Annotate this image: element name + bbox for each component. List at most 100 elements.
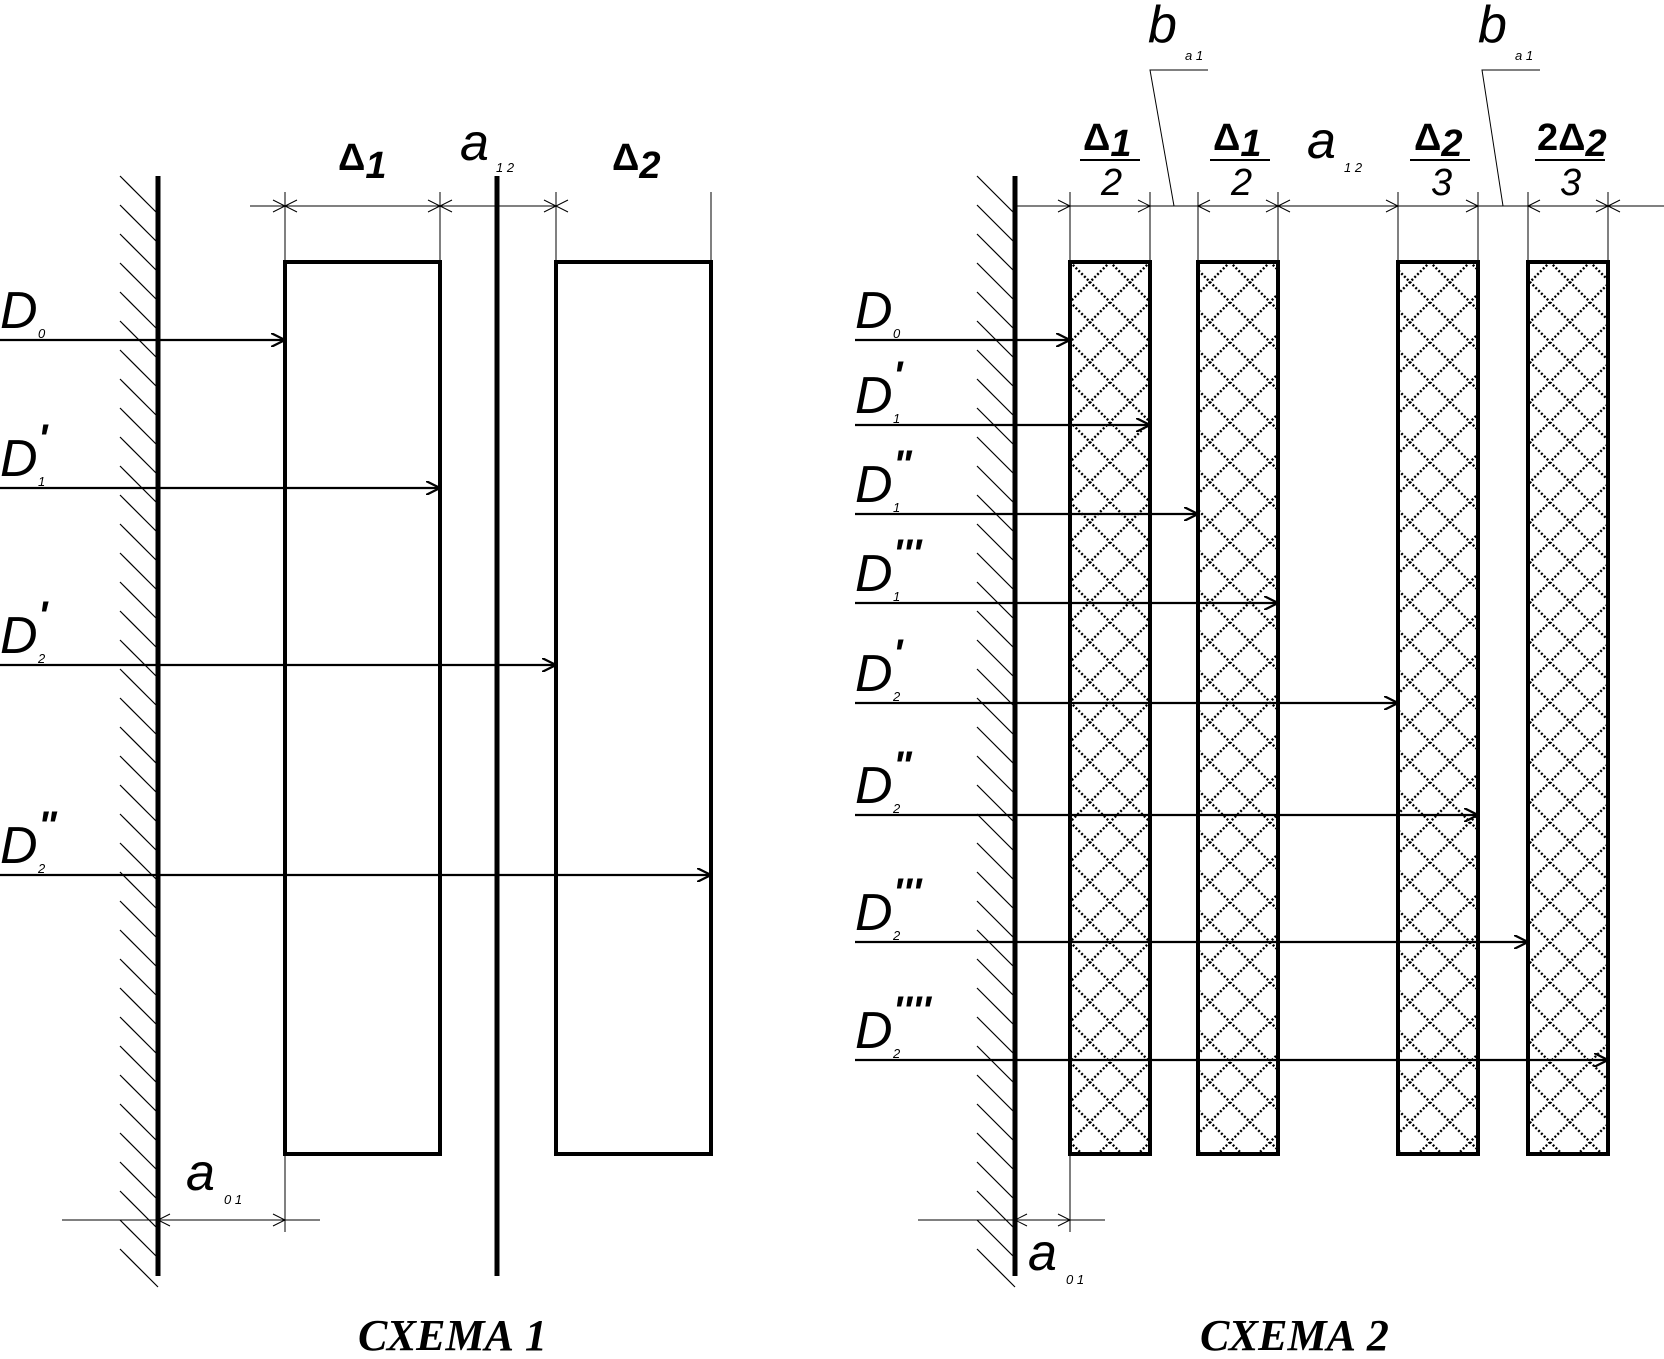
hatch-stroke xyxy=(976,929,1016,969)
hatch-stroke xyxy=(976,639,1016,679)
hatch-stroke xyxy=(976,813,1016,853)
hatch-stroke xyxy=(976,1161,1016,1201)
label-a12-2: a xyxy=(1307,112,1336,170)
ray-label-prime: " xyxy=(893,443,913,487)
hatch-stroke xyxy=(119,494,159,534)
ray-label-sub: 1 xyxy=(893,589,900,604)
ray-label-prime: ''' xyxy=(893,871,923,915)
label-delta1-1: Δ1 xyxy=(338,137,386,187)
fraction-delta2-third-a: Δ2 3 xyxy=(1410,117,1470,204)
ray-label-prime: ''' xyxy=(893,532,923,576)
ray-label: D xyxy=(855,884,893,942)
hatch-stroke xyxy=(976,262,1016,302)
label-a01-2: a xyxy=(1028,1224,1057,1282)
hatch-stroke xyxy=(976,436,1016,476)
ray-label-sub: 1 xyxy=(893,411,900,426)
hatch-stroke xyxy=(976,697,1016,737)
svg-text:Δ1: Δ1 xyxy=(1213,117,1261,165)
hatch-stroke xyxy=(976,1190,1016,1230)
hatch-stroke xyxy=(119,871,159,911)
hatch-stroke xyxy=(119,610,159,650)
ray-label: D xyxy=(0,817,38,875)
hatch-stroke xyxy=(119,697,159,737)
svg-text:3: 3 xyxy=(1431,162,1452,204)
ray-label-sub: 2 xyxy=(892,801,901,816)
ray-label: D xyxy=(0,430,38,488)
ray-label-sub: 2 xyxy=(892,928,901,943)
hatch-stroke xyxy=(119,349,159,389)
hatch-stroke xyxy=(976,1016,1016,1056)
hatch-stroke xyxy=(976,900,1016,940)
extension-lines-2 xyxy=(1069,192,1609,1232)
hatch-stroke xyxy=(119,900,159,940)
ray-label-prime: " xyxy=(38,804,58,848)
hatch-stroke xyxy=(976,175,1016,215)
hatch-stroke xyxy=(119,1103,159,1143)
hatch-stroke xyxy=(976,987,1016,1027)
svg-text:Δ2: Δ2 xyxy=(1414,117,1462,165)
layer-1a-rect xyxy=(1068,260,1152,1156)
hatch-stroke xyxy=(976,842,1016,882)
wall-hatching-1 xyxy=(119,175,159,1288)
hatch-stroke xyxy=(119,378,159,418)
label-a01-sub-2: 0 1 xyxy=(1066,1272,1084,1287)
label-a12-1: a xyxy=(460,114,489,172)
ray-label: D xyxy=(855,545,893,603)
hatch-stroke xyxy=(119,262,159,302)
hatch-stroke xyxy=(119,291,159,331)
label-b-left: b xyxy=(1148,0,1177,54)
hatch-stroke xyxy=(976,291,1016,331)
ray-label: D xyxy=(855,1002,893,1060)
ray-label: D xyxy=(855,757,893,815)
layer-1b-rect xyxy=(1196,260,1280,1156)
label-a01-sub-1: 0 1 xyxy=(224,1192,242,1207)
hatch-stroke xyxy=(976,1132,1016,1172)
hatch-stroke xyxy=(976,1219,1016,1259)
ray-label: D xyxy=(0,607,38,665)
svg-text:2: 2 xyxy=(1230,162,1252,204)
label-b-left-sub: a 1 xyxy=(1185,48,1203,63)
b-leader-left xyxy=(1149,69,1208,207)
hatch-stroke xyxy=(976,871,1016,911)
ray-label-prime: '''' xyxy=(893,989,933,1033)
fraction-delta1-half-b: Δ1 2 xyxy=(1210,117,1270,204)
layer-2b-rect xyxy=(1526,260,1610,1156)
svg-text:2Δ2: 2Δ2 xyxy=(1537,117,1607,165)
hatch-stroke xyxy=(119,755,159,795)
dimension-ticks-top-2 xyxy=(1057,199,1621,213)
hatch-stroke xyxy=(976,784,1016,824)
ray-label: D xyxy=(855,367,893,425)
hatch-stroke xyxy=(976,581,1016,621)
ray-label-sub: 2 xyxy=(892,1046,901,1061)
hatch-stroke xyxy=(119,407,159,447)
hatch-stroke xyxy=(119,929,159,969)
ray-label-sub: 0 xyxy=(38,326,46,341)
ray-label-sub: 1 xyxy=(38,474,45,489)
hatch-stroke xyxy=(119,813,159,853)
hatch-stroke xyxy=(976,233,1016,273)
layer-2-rect xyxy=(554,260,713,1156)
hatch-stroke xyxy=(976,958,1016,998)
hatch-stroke xyxy=(119,436,159,476)
hatch-stroke xyxy=(119,1074,159,1114)
scheme-2: b a 1 b a 1 Δ1 2 Δ1 2 a 1 2 Δ2 3 2Δ2 3 a… xyxy=(855,0,1664,1359)
svg-text:2: 2 xyxy=(1100,162,1122,204)
hatch-stroke xyxy=(119,1132,159,1172)
ray-label: D xyxy=(855,645,893,703)
hatch-stroke xyxy=(976,349,1016,389)
fraction-delta1-half-a: Δ1 2 xyxy=(1080,117,1140,204)
hatch-stroke xyxy=(119,175,159,215)
dimension-ticks-top-1 xyxy=(272,199,569,213)
label-b-right: b xyxy=(1478,0,1507,54)
hatch-stroke xyxy=(119,1190,159,1230)
caption-scheme-1: СХЕМА 1 xyxy=(358,1311,547,1359)
wall-hatching-2 xyxy=(976,175,1016,1288)
hatch-stroke xyxy=(976,610,1016,650)
ray-label-prime: " xyxy=(893,744,913,788)
label-a12-sub-1: 1 2 xyxy=(496,160,515,175)
hatch-stroke xyxy=(119,465,159,505)
extension-lines-1 xyxy=(284,192,712,1232)
ray-label: D xyxy=(0,282,38,340)
hatch-stroke xyxy=(976,407,1016,447)
